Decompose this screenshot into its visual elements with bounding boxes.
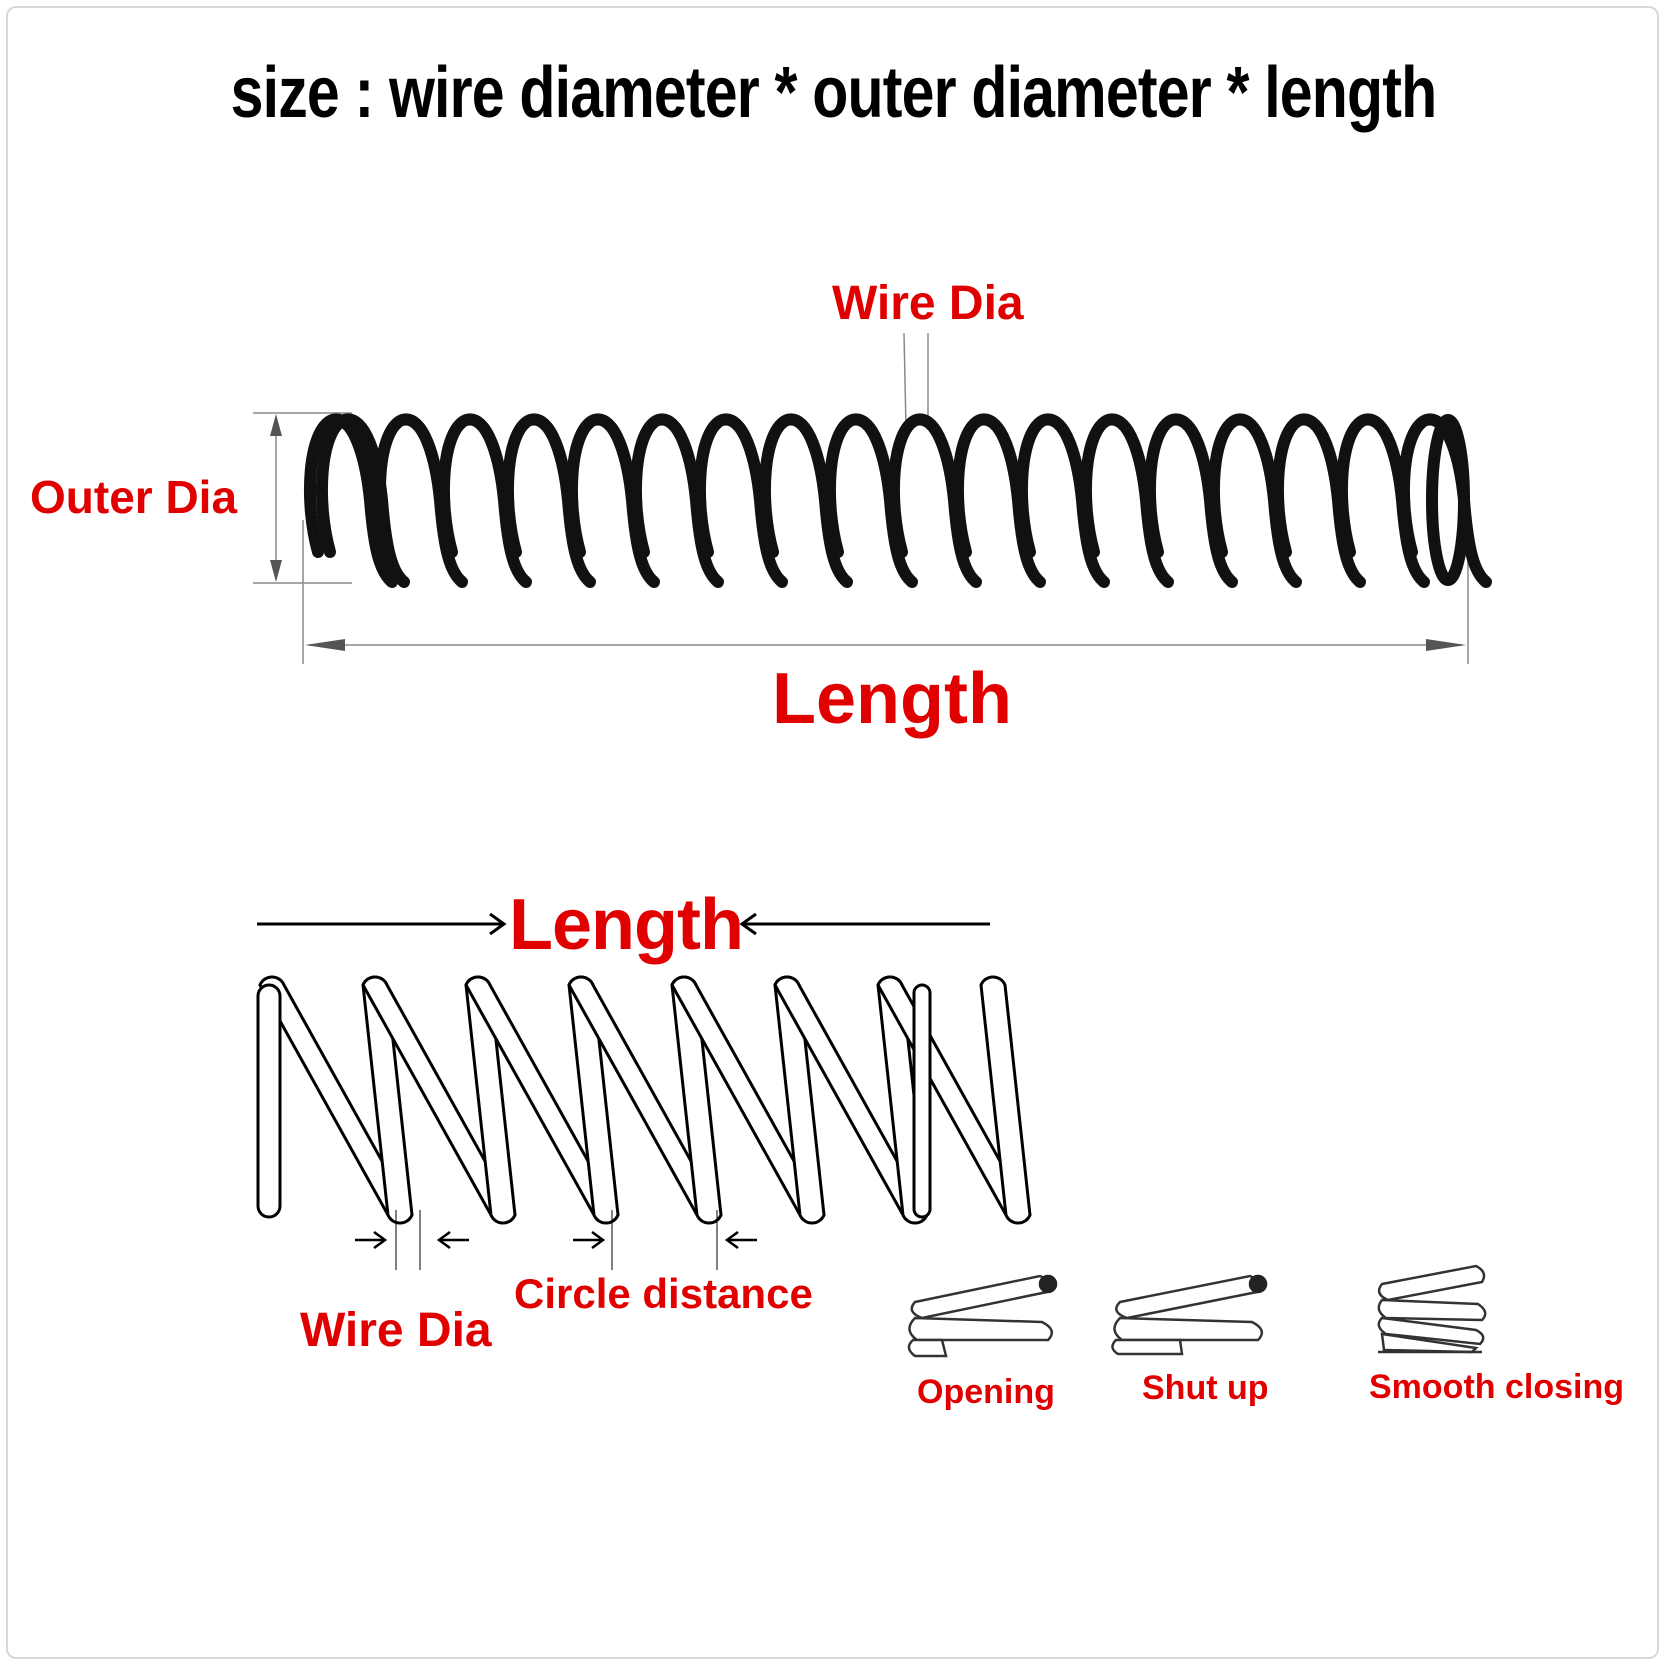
length-arrow-right — [1426, 639, 1466, 651]
wire-segment-up-7 — [979, 975, 1032, 1216]
opening-end-icon — [907, 1274, 1058, 1358]
outer-dia-arrow-up — [270, 414, 282, 436]
compression-spring-photo — [303, 413, 1492, 588]
page-title: size : wire diameter * outer diameter * … — [230, 53, 1438, 133]
bottom-length-arrows — [257, 912, 990, 936]
circle-distance-label: Circle distance — [514, 1270, 813, 1317]
wire-dia-label-top: Wire Dia — [832, 277, 1024, 330]
image-frame — [6, 6, 1659, 1659]
wire-dia-lead-left — [903, 332, 907, 429]
wire-dia-arrow-right-head — [436, 1230, 451, 1250]
wire-dia-label-bottom: Wire Dia — [300, 1304, 492, 1357]
top-dimension-arrowheads — [270, 414, 1466, 651]
length-label-top: Length — [772, 659, 1012, 739]
shut-up-label: Shut up — [1142, 1369, 1269, 1407]
opening-label: Opening — [917, 1373, 1055, 1411]
compression-spring-outline — [256, 975, 1032, 1225]
length-arrow-left — [305, 639, 345, 651]
smooth-closing-label: Smooth closing — [1369, 1368, 1624, 1406]
spring-left-end — [256, 983, 282, 1219]
length-arrow-right-head — [739, 912, 757, 936]
spring-right-end — [912, 983, 932, 1219]
circle-dist-arrow-right-head — [724, 1230, 739, 1250]
outer-dia-label: Outer Dia — [30, 471, 238, 523]
spring-coil-1 — [303, 413, 398, 588]
wire-dia-arrow-left-head — [373, 1230, 388, 1250]
length-label-bottom: Length — [509, 885, 744, 965]
spring-end-coil — [1426, 414, 1470, 586]
bottom-measure-marks — [355, 1210, 757, 1270]
shut-up-end-icon — [1111, 1274, 1268, 1356]
length-arrow-left-head — [489, 912, 507, 936]
smooth-closing-end-icon — [1377, 1264, 1487, 1354]
circle-dist-arrow-left-head — [591, 1230, 606, 1250]
outer-dia-arrow-down — [270, 560, 282, 582]
